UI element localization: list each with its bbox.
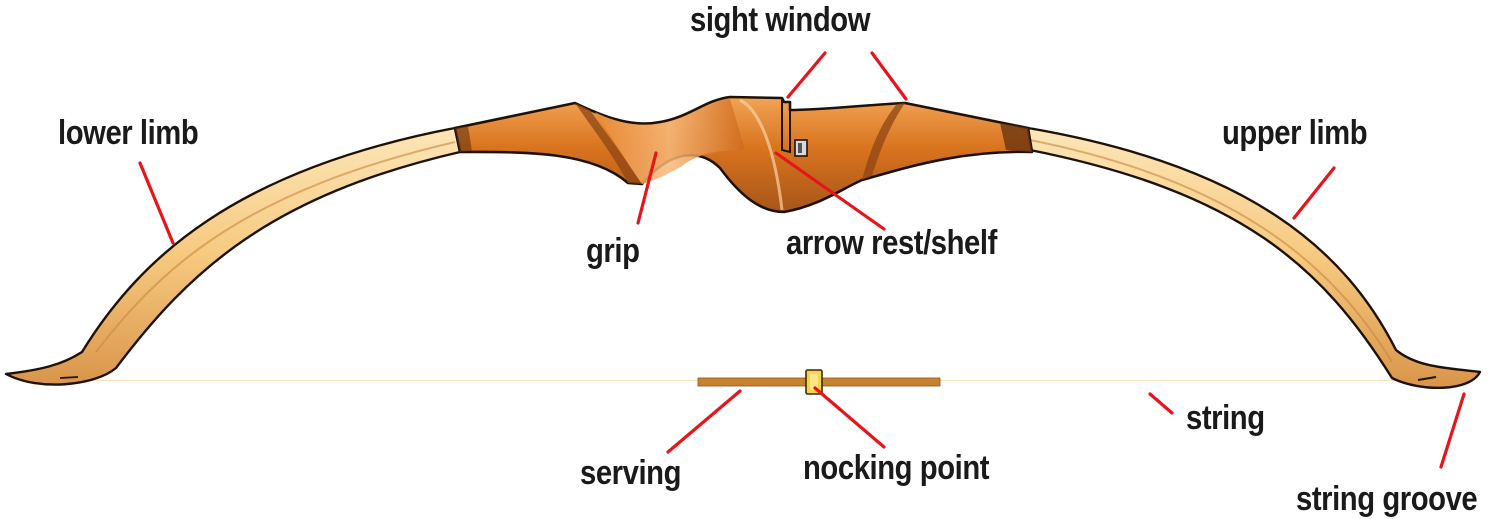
- label-string: string: [1186, 399, 1265, 437]
- label-sight-window: sight window: [690, 1, 871, 39]
- grip-shape: [595, 99, 745, 184]
- leader-sight-window-left: [786, 51, 827, 99]
- nocking-point-marker: [805, 369, 823, 395]
- leader-grip: [636, 151, 658, 225]
- leader-serving: [666, 389, 742, 454]
- label-lower-limb: lower limb: [58, 114, 199, 152]
- riser-shape: [453, 95, 1034, 214]
- leader-string-groove: [1439, 392, 1466, 469]
- leader-arrow-rest: [774, 151, 886, 231]
- arrow-rest-shape: [794, 139, 808, 157]
- label-upper-limb: upper limb: [1222, 114, 1368, 152]
- leader-string: [1148, 392, 1174, 415]
- string-groove-shape: [1417, 376, 1437, 381]
- label-serving: serving: [580, 454, 682, 492]
- upper-limb-shape: [1026, 126, 1482, 390]
- label-grip: grip: [586, 232, 640, 270]
- sight-window-shape: [781, 98, 791, 154]
- label-arrow-rest: arrow rest/shelf: [786, 224, 997, 262]
- leader-lower-limb: [138, 161, 175, 245]
- label-nocking-point: nocking point: [803, 449, 990, 487]
- lower-limb-shape: [4, 126, 462, 386]
- leader-nocking-point: [813, 386, 886, 449]
- leader-sight-window-right: [870, 51, 908, 101]
- label-string-groove: string groove: [1296, 480, 1478, 518]
- leader-upper-limb: [1292, 166, 1336, 220]
